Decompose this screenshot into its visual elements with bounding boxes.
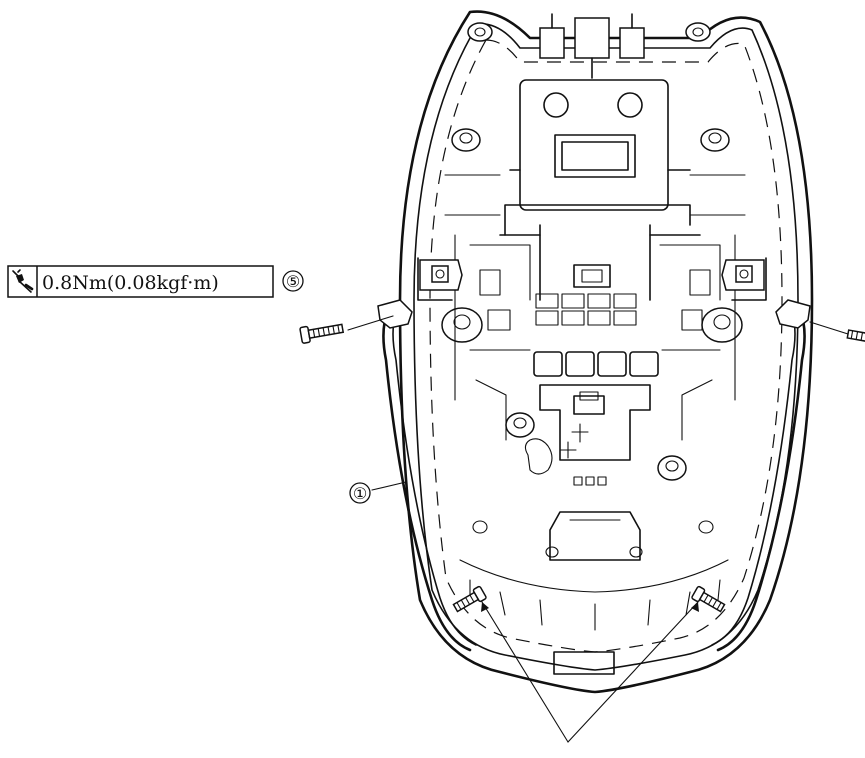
inner-structure — [444, 79, 746, 675]
boss-lower-center-left — [545, 546, 559, 558]
screw-left — [299, 323, 345, 344]
hinge-brackets — [417, 257, 767, 301]
torque-value-text: 0.8Nm(0.08kgf·m) — [42, 272, 219, 294]
callout-5: ⑤ — [282, 270, 304, 292]
screw-right — [846, 329, 865, 345]
rubber-dampers — [441, 22, 743, 558]
screw-bottom-right — [691, 585, 726, 613]
damper-center-right — [657, 455, 687, 481]
boss-lower-left — [472, 520, 488, 534]
damper-top-left — [467, 22, 493, 42]
damper-top-right — [685, 22, 711, 42]
grid-block-upper — [535, 293, 637, 326]
seat-body — [398, 10, 814, 694]
callout-5-number: ⑤ — [286, 272, 300, 291]
damper-center-left — [505, 412, 535, 438]
seat-frame-part-1 — [377, 299, 811, 652]
damper-upper-left — [451, 128, 481, 152]
damper-upper-right — [700, 128, 730, 152]
leader-lines — [347, 315, 849, 743]
torque-wrench-icon — [12, 269, 34, 293]
damper-mid-left — [441, 307, 483, 343]
top-connectors — [539, 13, 645, 79]
callout-1: ① — [349, 482, 371, 504]
damper-mid-right — [701, 307, 743, 343]
callout-1-number: ① — [353, 484, 367, 503]
screw-bottom-left — [452, 585, 487, 613]
boss-lower-center-right — [629, 546, 643, 558]
grid-block-lower — [533, 351, 659, 377]
torque-spec-label: 0.8Nm(0.08kgf·m) — [7, 265, 274, 298]
boss-lower-right — [698, 520, 714, 534]
